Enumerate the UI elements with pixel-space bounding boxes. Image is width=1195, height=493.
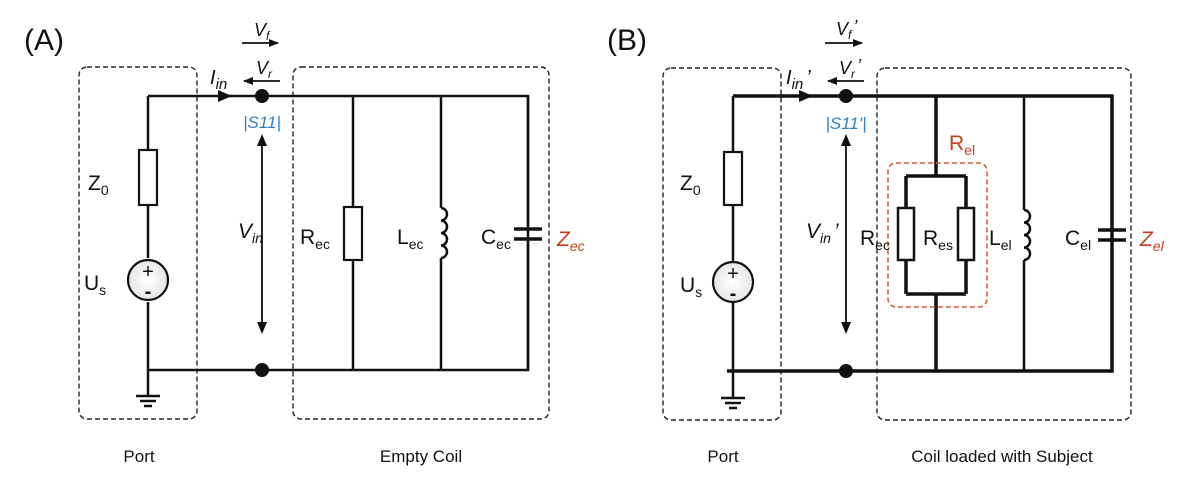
arrow-head-icon	[841, 134, 851, 146]
input-current-label: Iin	[210, 67, 227, 93]
voltage-source-icon	[126, 258, 170, 302]
forward-wave-label: Vf’	[836, 17, 858, 42]
main-loop-wire	[727, 94, 1114, 373]
impedance-label: Zec	[556, 228, 585, 254]
panel-b: (B) Z0 + - Us Vin’ |S11'| Vf’ Vr’ Iin’	[607, 17, 1165, 466]
resistor	[342, 205, 364, 262]
top-node	[839, 89, 853, 103]
capacitor-label: Cel	[1065, 227, 1091, 253]
port-caption: Port	[123, 447, 154, 466]
inductor-icon	[1023, 208, 1032, 262]
parallel-wire	[904, 176, 968, 294]
reflected-wave-label: Vr	[256, 58, 273, 81]
main-loop-wire	[148, 94, 530, 372]
panel-label: (A)	[24, 24, 64, 57]
coil-caption: Coil loaded with Subject	[911, 447, 1093, 466]
minus-sign: -	[730, 283, 737, 305]
subject-resistor	[956, 206, 976, 262]
source-label: Us	[680, 274, 702, 300]
source-label: Us	[84, 272, 106, 298]
current-arrow-icon	[218, 90, 232, 102]
arrow-head-icon	[257, 134, 267, 146]
subject-resistor-label: Res	[923, 227, 953, 253]
impedance-label: Zel	[1139, 228, 1165, 254]
loaded-resistance-label: Rel	[949, 132, 975, 158]
input-current-label: Iin’	[786, 67, 811, 93]
inductor-label: Lec	[397, 226, 423, 252]
minus-sign: -	[145, 281, 152, 303]
forward-wave-label: Vf	[254, 20, 271, 43]
coil-caption: Empty Coil	[380, 447, 462, 466]
parallel-bus-wire	[906, 174, 966, 296]
inductor-icon	[440, 206, 449, 260]
source-impedance-label: Z0	[680, 172, 701, 198]
s11-label: |S11|	[243, 113, 281, 132]
ground-icon	[721, 396, 745, 410]
coil-box	[876, 67, 1132, 421]
arrow-head-icon	[257, 322, 267, 334]
port-box	[78, 66, 198, 420]
ground-icon	[136, 394, 160, 408]
port-caption: Port	[707, 447, 738, 466]
input-voltage-label: Vin’	[806, 220, 839, 246]
top-node	[255, 89, 269, 103]
resistor-label: Rec	[300, 226, 330, 252]
inductor-label: Lel	[989, 227, 1012, 253]
capacitor-label: Cec	[481, 226, 511, 252]
arrow-head-icon	[841, 322, 851, 334]
input-voltage-label: Vin	[238, 220, 263, 246]
reflected-wave-label: Vr’	[839, 56, 862, 81]
port-box	[662, 67, 782, 421]
panel-a: (A) Z0 + - Us Vin |S11|	[24, 20, 585, 466]
bottom-node	[839, 364, 853, 378]
panel-label: (B)	[607, 24, 647, 57]
resistor-label: Rec	[860, 227, 890, 253]
source-impedance-resistor	[137, 148, 159, 207]
voltage-source-icon	[711, 260, 755, 304]
source-impedance-resistor	[722, 150, 744, 207]
plus-sign: +	[142, 261, 154, 283]
loaded-resistance-box	[887, 162, 988, 308]
coil-resistor	[896, 206, 916, 262]
bottom-node	[255, 363, 269, 377]
plus-sign: +	[727, 263, 739, 285]
coil-box	[292, 66, 550, 420]
source-impedance-label: Z0	[88, 172, 109, 198]
current-arrow-icon	[799, 90, 813, 102]
s11-label: |S11'|	[825, 114, 866, 133]
